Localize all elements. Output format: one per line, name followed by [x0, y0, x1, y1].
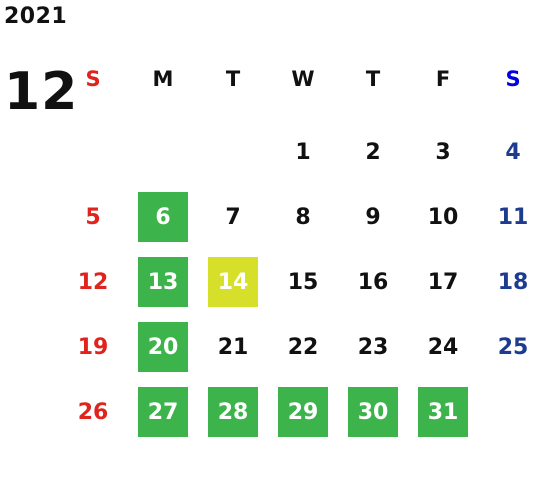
year-label: 2021 [4, 4, 68, 29]
calendar-day[interactable]: 9 [365, 204, 381, 230]
month-label: 12 [4, 62, 79, 122]
calendar-day[interactable]: 6 [138, 192, 188, 242]
calendar-day[interactable]: 14 [208, 257, 258, 307]
weekday-header: M [152, 67, 174, 91]
calendar-day[interactable]: 26 [77, 399, 109, 425]
calendar-day[interactable]: 29 [278, 387, 328, 437]
weekday-header: T [225, 67, 241, 91]
calendar-day[interactable]: 5 [85, 204, 101, 230]
calendar-day[interactable]: 25 [497, 334, 529, 360]
calendar-day[interactable]: 8 [295, 204, 311, 230]
calendar-day[interactable]: 10 [427, 204, 459, 230]
calendar-day[interactable]: 4 [505, 139, 521, 165]
weekday-header: T [365, 67, 381, 91]
calendar-day[interactable]: 24 [427, 334, 459, 360]
calendar-day[interactable]: 28 [208, 387, 258, 437]
calendar-day[interactable]: 3 [435, 139, 451, 165]
calendar-day[interactable]: 17 [427, 269, 459, 295]
calendar-day[interactable]: 22 [287, 334, 319, 360]
calendar-day[interactable]: 13 [138, 257, 188, 307]
calendar-day[interactable]: 18 [497, 269, 529, 295]
calendar-day[interactable]: 30 [348, 387, 398, 437]
calendar-day[interactable]: 7 [225, 204, 241, 230]
calendar-day[interactable]: 21 [217, 334, 249, 360]
calendar-day[interactable]: 15 [287, 269, 319, 295]
calendar-day[interactable]: 16 [357, 269, 389, 295]
calendar-day[interactable]: 27 [138, 387, 188, 437]
calendar-day[interactable]: 2 [365, 139, 381, 165]
calendar-day[interactable]: 12 [77, 269, 109, 295]
calendar-day[interactable]: 20 [138, 322, 188, 372]
weekday-header: W [291, 67, 315, 91]
calendar-day[interactable]: 23 [357, 334, 389, 360]
calendar-day[interactable]: 1 [295, 139, 311, 165]
calendar-day[interactable]: 11 [497, 204, 529, 230]
calendar-day[interactable]: 31 [418, 387, 468, 437]
weekday-header: S [85, 67, 101, 91]
weekday-header: S [505, 67, 521, 91]
weekday-header: F [435, 67, 451, 91]
calendar-day[interactable]: 19 [77, 334, 109, 360]
